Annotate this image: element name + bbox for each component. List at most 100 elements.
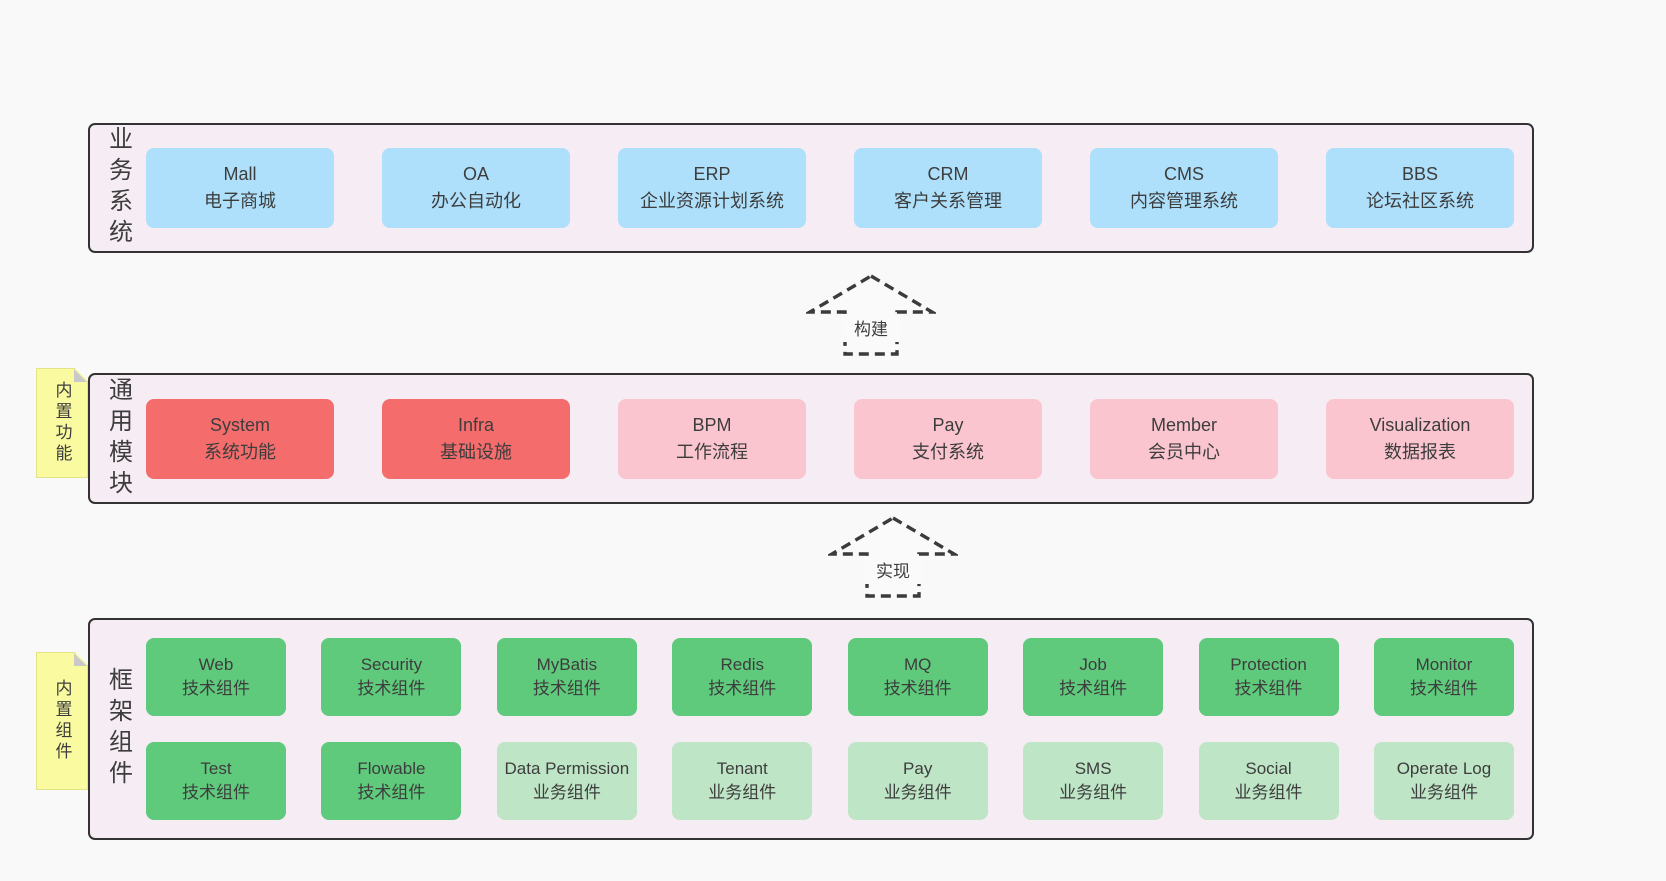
band-label-common-modules: 通用模块 [104, 376, 132, 501]
box-flowable: Flowable 技术组件 [321, 742, 462, 820]
box-social: Social 业务组件 [1198, 742, 1339, 820]
band-label-column: 业务系统 [90, 125, 146, 251]
band-label-column: 框架组件 [90, 620, 146, 838]
box-title: OA [462, 164, 489, 184]
band-label-column: 通用模块 [90, 375, 146, 502]
box-title: Job [1079, 655, 1107, 674]
box-subtitle: 业务组件 [1059, 783, 1128, 802]
box-subtitle: 业务组件 [532, 783, 601, 802]
box-subtitle: 技术组件 [1234, 679, 1303, 698]
box-title: Member [1150, 414, 1217, 435]
box-subtitle: 技术组件 [357, 679, 426, 698]
box-subtitle: 会员中心 [1148, 441, 1220, 462]
box-mq: MQ 技术组件 [847, 638, 988, 716]
box-title: Test [200, 759, 232, 778]
band-common-modules: 通用模块 System 系统功能 Infra 基础设施 BPM 工作流程 Pay… [88, 373, 1534, 504]
box-sms: SMS 业务组件 [1023, 742, 1164, 820]
up-arrow-icon: 构建 [806, 274, 936, 356]
box-row-modules: System 系统功能 Infra 基础设施 BPM 工作流程 Pay 支付系统… [146, 398, 1514, 479]
arrow-implement: 实现 [828, 514, 958, 600]
box-title: Monitor [1415, 655, 1473, 674]
box-pay-component: Pay 业务组件 [847, 742, 988, 820]
box-row-business: Mall 电子商城 OA 办公自动化 ERP 企业资源计划系统 CRM 客户关系… [146, 148, 1514, 228]
box-subtitle: 业务组件 [1409, 783, 1478, 802]
box-subtitle: 技术组件 [357, 783, 426, 802]
box-subtitle: 数据报表 [1384, 441, 1456, 462]
box-title: Infra [457, 414, 495, 435]
box-security: Security 技术组件 [321, 638, 462, 716]
box-system: System 系统功能 [146, 398, 334, 479]
box-mall: Mall 电子商城 [146, 148, 334, 228]
note-text: 内置组件 [52, 679, 72, 763]
band-business-systems: 业务系统 Mall 电子商城 OA 办公自动化 ERP 企业资源计划系统 CRM… [88, 123, 1534, 253]
box-title: Visualization [1369, 414, 1471, 435]
box-tenant: Tenant 业务组件 [672, 742, 813, 820]
box-oa: OA 办公自动化 [382, 148, 570, 228]
box-title: Operate Log [1396, 759, 1492, 778]
box-title: CMS [1164, 164, 1204, 184]
box-erp: ERP 企业资源计划系统 [618, 148, 806, 228]
arrow-label: 构建 [854, 320, 888, 339]
box-title: SMS [1074, 759, 1112, 778]
box-title: CRM [927, 164, 969, 184]
box-subtitle: 技术组件 [532, 679, 601, 698]
box-row-tech-components: Web 技术组件 Security 技术组件 MyBatis 技术组件 Redi… [146, 638, 1514, 716]
box-subtitle: 技术组件 [182, 679, 250, 698]
band-label-business-systems: 业务系统 [104, 126, 132, 250]
box-title: Security [360, 655, 423, 674]
box-title: MyBatis [536, 655, 598, 674]
folded-corner-icon [74, 369, 87, 382]
box-subtitle: 技术组件 [708, 679, 777, 698]
box-title: MQ [903, 655, 932, 674]
box-monitor: Monitor 技术组件 [1373, 638, 1514, 716]
box-crm: CRM 客户关系管理 [854, 148, 1042, 228]
box-title: Pay [932, 414, 964, 435]
box-title: Flowable [357, 759, 426, 778]
box-subtitle: 办公自动化 [431, 191, 521, 211]
box-title: BPM [692, 414, 732, 435]
box-bpm: BPM 工作流程 [618, 398, 806, 479]
box-test: Test 技术组件 [146, 742, 286, 820]
band-framework-components: 框架组件 Web 技术组件 Security 技术组件 MyBatis 技术组件… [88, 618, 1534, 840]
arrow-label: 实现 [876, 562, 910, 581]
box-subtitle: 企业资源计划系统 [640, 191, 784, 211]
box-data-permission: Data Permission 业务组件 [496, 742, 637, 820]
sticky-note-builtin-features: 内置功能 [36, 368, 88, 478]
folded-corner-icon [74, 653, 87, 666]
box-protection: Protection 技术组件 [1198, 638, 1339, 716]
box-title: Social [1245, 759, 1292, 778]
box-title: Data Permission [504, 759, 630, 778]
box-subtitle: 工作流程 [676, 441, 748, 462]
box-subtitle: 系统功能 [204, 441, 276, 462]
box-cms: CMS 内容管理系统 [1090, 148, 1278, 228]
box-subtitle: 基础设施 [440, 441, 512, 462]
box-subtitle: 技术组件 [182, 783, 250, 802]
box-title: Web [198, 655, 234, 674]
band-label-framework-components: 框架组件 [104, 667, 132, 791]
box-subtitle: 业务组件 [883, 783, 952, 802]
box-subtitle: 技术组件 [1409, 679, 1478, 698]
arrow-build: 构建 [806, 272, 936, 358]
box-title: ERP [693, 164, 731, 184]
box-title: BBS [1401, 164, 1439, 184]
box-pay: Pay 支付系统 [854, 398, 1042, 479]
box-subtitle: 技术组件 [883, 679, 952, 698]
box-subtitle: 客户关系管理 [894, 191, 1002, 211]
box-subtitle: 内容管理系统 [1130, 191, 1238, 211]
box-mybatis: MyBatis 技术组件 [496, 638, 637, 716]
box-redis: Redis 技术组件 [672, 638, 813, 716]
box-row-biz-components: Test 技术组件 Flowable 技术组件 Data Permission … [146, 742, 1514, 820]
box-title: Tenant [716, 759, 768, 778]
box-title: Pay [903, 759, 933, 778]
box-subtitle: 论坛社区系统 [1366, 191, 1474, 211]
box-subtitle: 技术组件 [1059, 679, 1128, 698]
box-title: Redis [720, 655, 764, 674]
up-arrow-icon: 实现 [828, 516, 958, 598]
box-title: Mall [223, 164, 257, 184]
box-bbs: BBS 论坛社区系统 [1326, 148, 1514, 228]
box-subtitle: 业务组件 [708, 783, 777, 802]
box-visualization: Visualization 数据报表 [1326, 398, 1514, 479]
box-subtitle: 支付系统 [912, 441, 984, 462]
box-title: System [209, 414, 270, 435]
box-title: Protection [1230, 655, 1307, 674]
